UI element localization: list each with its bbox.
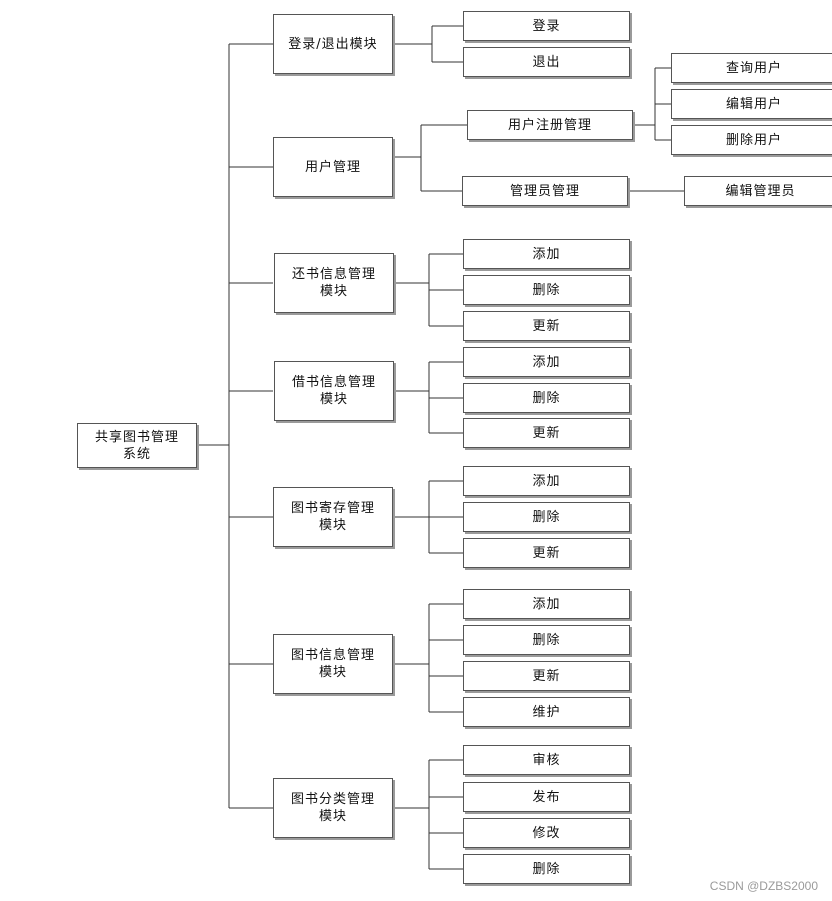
leaf-label: 更新 xyxy=(532,668,561,684)
leaf-label: 退出 xyxy=(532,54,561,70)
leaf-query-user: 查询用户 xyxy=(671,53,832,83)
leaf-label: 添加 xyxy=(532,596,561,612)
leaf-label: 删除 xyxy=(532,632,561,648)
leaf-label: 查询用户 xyxy=(725,60,782,76)
leaf-label: 登录 xyxy=(532,18,561,34)
leaf-return-update: 更新 xyxy=(463,311,630,341)
leaf-bookinfo-maintain: 维护 xyxy=(463,697,630,727)
leaf-logout: 退出 xyxy=(463,47,630,77)
leaf-storage-delete: 删除 xyxy=(463,502,630,532)
leaf-label: 发布 xyxy=(532,789,561,805)
leaf-label: 删除 xyxy=(532,390,561,406)
module-label: 图书分类管理 模块 xyxy=(290,792,375,824)
module-login-logout: 登录/退出模块 xyxy=(273,14,393,74)
leaf-label: 删除 xyxy=(532,509,561,525)
leaf-login: 登录 xyxy=(463,11,630,41)
leaf-label: 更新 xyxy=(532,318,561,334)
submodule-user-registration: 用户注册管理 xyxy=(467,110,633,140)
module-book-category: 图书分类管理 模块 xyxy=(273,778,393,838)
leaf-label: 更新 xyxy=(532,545,561,561)
leaf-label: 删除 xyxy=(532,861,561,877)
leaf-label: 更新 xyxy=(532,425,561,441)
leaf-storage-update: 更新 xyxy=(463,538,630,568)
module-user-management: 用户管理 xyxy=(273,137,393,197)
leaf-label: 添加 xyxy=(532,354,561,370)
root-label: 共享图书管理 系统 xyxy=(94,429,179,462)
leaf-label: 添加 xyxy=(532,246,561,262)
leaf-edit-user: 编辑用户 xyxy=(671,89,832,119)
module-book-info: 图书信息管理 模块 xyxy=(273,634,393,694)
leaf-category-review: 审核 xyxy=(463,745,630,775)
leaf-label: 删除用户 xyxy=(725,132,782,148)
submodule-label: 用户注册管理 xyxy=(507,117,592,133)
module-book-storage: 图书寄存管理 模块 xyxy=(273,487,393,547)
leaf-label: 修改 xyxy=(532,825,561,841)
leaf-label: 编辑用户 xyxy=(725,96,782,112)
leaf-borrow-update: 更新 xyxy=(463,418,630,448)
leaf-delete-user: 删除用户 xyxy=(671,125,832,155)
module-borrow-info: 借书信息管理 模块 xyxy=(274,361,394,421)
submodule-label: 管理员管理 xyxy=(509,183,580,199)
leaf-storage-add: 添加 xyxy=(463,466,630,496)
watermark: CSDN @DZBS2000 xyxy=(709,879,818,893)
root-node: 共享图书管理 系统 xyxy=(77,423,197,468)
module-label: 用户管理 xyxy=(304,159,361,175)
leaf-label: 删除 xyxy=(532,282,561,298)
leaf-borrow-add: 添加 xyxy=(463,347,630,377)
module-label: 登录/退出模块 xyxy=(288,36,378,52)
leaf-category-delete: 删除 xyxy=(463,854,630,884)
leaf-edit-admin: 编辑管理员 xyxy=(684,176,832,206)
leaf-return-delete: 删除 xyxy=(463,275,630,305)
leaf-label: 审核 xyxy=(532,752,561,768)
leaf-category-publish: 发布 xyxy=(463,782,630,812)
leaf-return-add: 添加 xyxy=(463,239,630,269)
leaf-category-modify: 修改 xyxy=(463,818,630,848)
leaf-label: 编辑管理员 xyxy=(725,183,796,199)
leaf-bookinfo-update: 更新 xyxy=(463,661,630,691)
module-label: 还书信息管理 模块 xyxy=(291,267,376,299)
leaf-label: 维护 xyxy=(532,704,561,720)
module-return-info: 还书信息管理 模块 xyxy=(274,253,394,313)
submodule-admin-management: 管理员管理 xyxy=(462,176,628,206)
module-label: 图书信息管理 模块 xyxy=(290,648,375,680)
leaf-label: 添加 xyxy=(532,473,561,489)
leaf-borrow-delete: 删除 xyxy=(463,383,630,413)
leaf-bookinfo-delete: 删除 xyxy=(463,625,630,655)
leaf-bookinfo-add: 添加 xyxy=(463,589,630,619)
module-label: 借书信息管理 模块 xyxy=(291,375,376,407)
module-label: 图书寄存管理 模块 xyxy=(290,501,375,533)
